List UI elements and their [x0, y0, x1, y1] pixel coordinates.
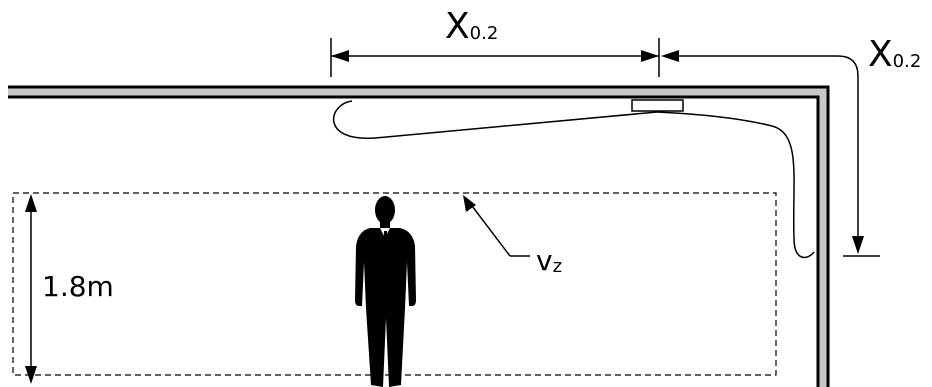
arrowhead-height-top	[25, 194, 37, 212]
air-diffuser	[631, 99, 684, 112]
person-tie	[383, 231, 388, 256]
arrowhead-height-bottom	[25, 366, 37, 384]
dimension-right-label: X0.2	[868, 34, 921, 75]
height-label: 1.8m	[42, 270, 114, 303]
dimension-top	[330, 38, 679, 77]
ceiling-wall-fill	[8, 87, 828, 387]
arrowhead-right	[641, 50, 659, 62]
arrowhead-left	[331, 50, 349, 62]
arrowhead-zone	[463, 195, 476, 212]
person-head	[375, 196, 395, 224]
zone-leader	[463, 195, 530, 257]
dimension-top-label: X0.2	[445, 6, 498, 47]
room-boundary	[8, 85, 830, 387]
ceiling-outer-edge	[8, 85, 830, 387]
occupied-zone	[12, 192, 777, 376]
arrowhead-right-outer	[661, 50, 679, 62]
ceiling-inner-edge	[8, 95, 820, 387]
person-silhouette	[355, 196, 416, 387]
person-body	[355, 228, 416, 387]
arrowhead-down	[852, 236, 864, 254]
zone-label: vz	[536, 244, 562, 277]
dimension-height	[25, 194, 37, 384]
air-jet-right	[656, 111, 815, 259]
person-neck	[380, 221, 390, 229]
dimension-right	[679, 55, 880, 257]
air-jet-left	[332, 100, 658, 139]
